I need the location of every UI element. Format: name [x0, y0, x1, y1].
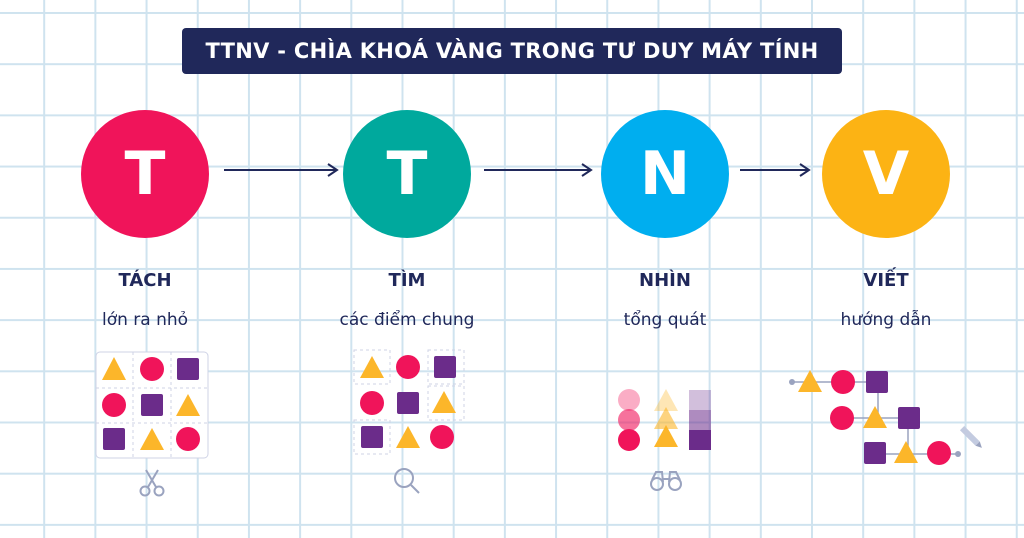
- arrow-3: [740, 163, 811, 177]
- step-word: NHÌN: [639, 270, 691, 291]
- pencil-icon: [959, 425, 982, 448]
- step-tim: T TÌM các điểm chung: [307, 110, 507, 530]
- step-circle: T: [343, 110, 471, 238]
- step-circle: N: [601, 110, 729, 238]
- page-title: TTNV - CHÌA KHOÁ VÀNG TRONG TƯ DUY MÁY T…: [182, 28, 842, 74]
- step-viet: V VIẾT hướng dẫn: [786, 110, 986, 530]
- scissors-icon: [139, 469, 165, 497]
- step-word: TÌM: [388, 270, 426, 291]
- shapes-grid-common: [353, 349, 465, 494]
- step-word: TÁCH: [118, 270, 172, 291]
- step-subtitle: hướng dẫn: [840, 310, 932, 330]
- arrow-2: [484, 163, 593, 177]
- step-circle: V: [822, 110, 950, 238]
- arrow-1: [224, 163, 339, 177]
- step-subtitle: tổng quát: [623, 310, 707, 330]
- step-word: VIẾT: [863, 270, 909, 291]
- magnifier-icon: [394, 468, 420, 494]
- binoculars-icon: [650, 471, 682, 491]
- step-tach: T TÁCH lớn ra nhỏ: [45, 110, 245, 530]
- step-subtitle: các điểm chung: [339, 310, 475, 330]
- step-nhin: N NHÌN tổng quát: [565, 110, 765, 530]
- shapes-columns-overview: [618, 389, 711, 491]
- step-circle: T: [81, 110, 209, 238]
- step-subtitle: lớn ra nhỏ: [101, 310, 189, 330]
- shapes-grid-split: [95, 351, 209, 497]
- shapes-sequence-path: [789, 370, 982, 465]
